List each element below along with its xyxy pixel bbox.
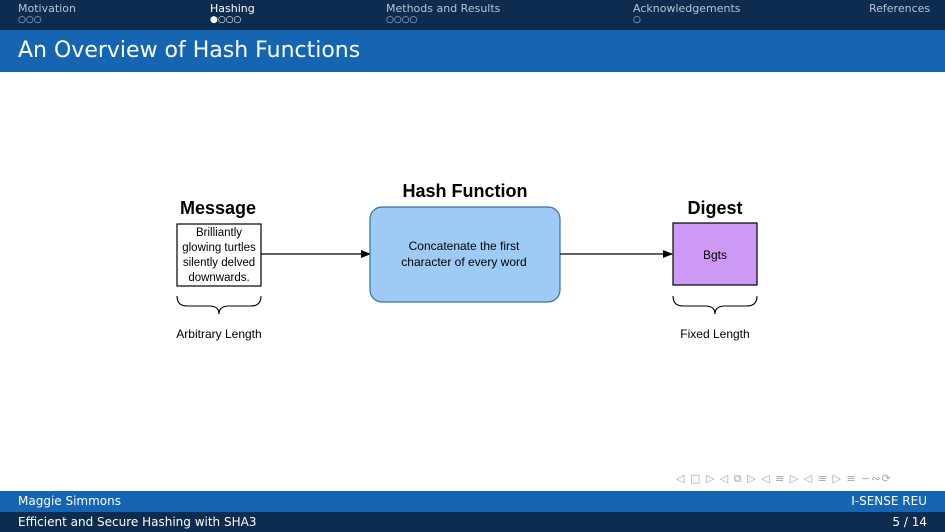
footer-author: Maggie Simmons bbox=[18, 494, 122, 508]
nav-section-label: Hashing bbox=[210, 2, 255, 15]
nav-section-hashing[interactable]: Hashing ●○○○ bbox=[210, 2, 255, 25]
message-heading: Message bbox=[180, 198, 256, 218]
nav-section-label: Methods and Results bbox=[386, 2, 501, 15]
nav-subsection-dots[interactable]: ●○○○ bbox=[210, 15, 242, 25]
digest-box bbox=[672, 222, 758, 286]
slide-title-bar: An Overview of Hash Functions bbox=[0, 30, 945, 72]
arbitrary-length-label: Arbitrary Length bbox=[176, 327, 261, 341]
hash-function-diagram: Message Brilliantly glowing turtles sile… bbox=[176, 181, 758, 341]
nav-section-label: References bbox=[869, 2, 931, 15]
arbitrary-length-brace bbox=[176, 295, 262, 315]
nav-section-references[interactable]: References bbox=[869, 2, 930, 15]
slide-title: An Overview of Hash Functions bbox=[18, 38, 361, 63]
digest-heading: Digest bbox=[687, 198, 742, 218]
section-navigation: Motivation ○○○ Hashing ●○○○ Methods and … bbox=[0, 0, 945, 30]
nav-section-label: Motivation bbox=[18, 2, 76, 15]
message-box bbox=[176, 223, 262, 287]
nav-section-motivation[interactable]: Motivation ○○○ bbox=[18, 2, 76, 25]
message-line: glowing turtles bbox=[182, 242, 256, 254]
nav-subsection-dots[interactable]: ○○○○ bbox=[386, 15, 418, 25]
nav-section-acknowledgements[interactable]: Acknowledgements ○ bbox=[633, 2, 741, 25]
footer-upper: Maggie Simmons I-SENSE REU bbox=[0, 491, 945, 512]
footer-page-number: 5 / 14 bbox=[892, 515, 927, 529]
nav-subsection-dots[interactable]: ○○○ bbox=[18, 15, 42, 25]
footer-program: I-SENSE REU bbox=[851, 494, 927, 508]
slide-content: Message Brilliantly glowing turtles sile… bbox=[0, 72, 945, 492]
fixed-length-brace bbox=[672, 295, 758, 315]
nav-section-label: Acknowledgements bbox=[633, 2, 741, 15]
hash-function-heading: Hash Function bbox=[403, 181, 528, 201]
fixed-length-label: Fixed Length bbox=[680, 327, 749, 341]
footer-lower: Efficient and Secure Hashing with SHA3 5… bbox=[0, 512, 945, 532]
footer-talk-title: Efficient and Secure Hashing with SHA3 bbox=[18, 515, 257, 529]
hash-function-line: Concatenate the first bbox=[409, 239, 520, 253]
beamer-navigation-symbols[interactable]: ◁ □ ▷ ◁ ⧉ ▷ ◁ ≡ ▷ ◁ ≡ ▷ ≡ ∽∾⟳ bbox=[676, 472, 892, 485]
message-line: downwards. bbox=[188, 272, 249, 284]
digest-value: Bgts bbox=[703, 248, 727, 262]
message-line: Brilliantly bbox=[196, 227, 242, 239]
hash-function-line: character of every word bbox=[401, 255, 526, 269]
nav-section-methods-and-results[interactable]: Methods and Results ○○○○ bbox=[386, 2, 500, 25]
message-line: silently delved bbox=[183, 257, 255, 269]
nav-subsection-dots[interactable]: ○ bbox=[633, 15, 641, 25]
